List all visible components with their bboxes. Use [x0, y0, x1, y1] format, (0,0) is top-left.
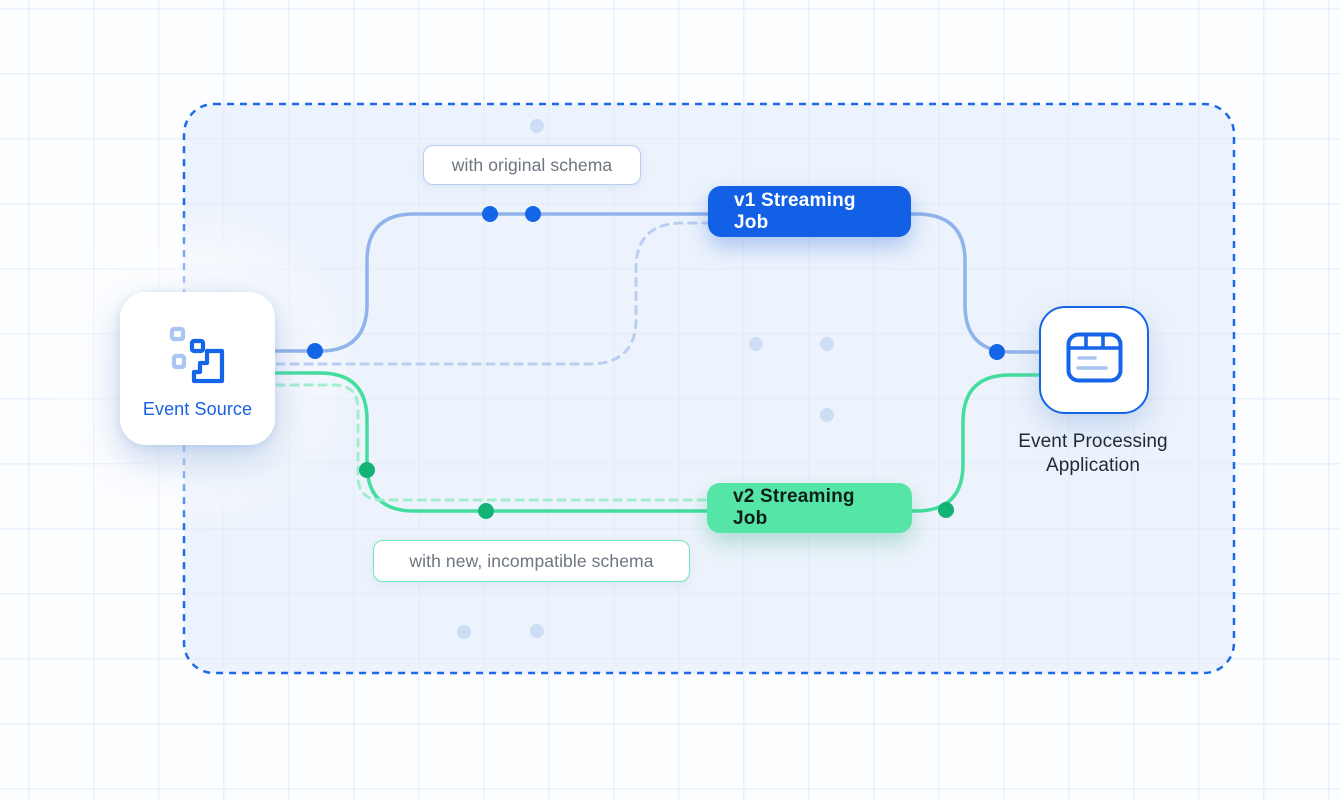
annotation-original-schema-label: with original schema: [451, 154, 613, 175]
decor-dot: [820, 337, 834, 351]
node-v1-streaming-job: v1 Streaming Job: [708, 186, 911, 237]
event-dots: [307, 206, 1005, 519]
node-v2-streaming-job: v2 Streaming Job: [707, 483, 912, 533]
event-source-icon: [169, 324, 226, 390]
node-event-source: Event Source: [120, 292, 275, 445]
decor-dot: [530, 624, 544, 638]
decor-dot: [820, 408, 834, 422]
decor-dot: [530, 119, 544, 133]
v2-job-label: v2 Streaming Job: [733, 486, 855, 529]
event-dot-blue: [307, 343, 323, 359]
annotation-new-schema-label: with new, incompatible schema: [409, 550, 654, 571]
edge-source-v2-dashed: [275, 383, 710, 502]
event-source-label: Event Source: [142, 398, 253, 419]
node-event-processing-app: [1039, 306, 1149, 414]
annotation-original-schema: with original schema: [423, 145, 641, 185]
event-dot-green: [478, 503, 494, 519]
browser-window-icon: [1066, 332, 1123, 388]
annotation-new-schema: with new, incompatible schema: [373, 540, 690, 582]
edge-source-v2-app-solid: [273, 371, 1042, 513]
event-dot-green: [938, 502, 954, 518]
app-label-line2: Application: [1045, 455, 1141, 476]
event-processing-app-label: Event Processing Application: [993, 430, 1193, 478]
event-dot-blue: [482, 206, 498, 222]
v1-job-label: v1 Streaming Job: [734, 189, 856, 233]
app-label-line1: Event Processing: [1018, 431, 1168, 452]
edge-source-v1-dashed: [275, 221, 711, 366]
decor-dots: [457, 119, 834, 639]
decor-dot: [457, 625, 471, 639]
edge-source-v1-app-solid: [273, 212, 1042, 354]
event-dot-green: [359, 462, 375, 478]
event-dot-blue: [525, 206, 541, 222]
event-dot-blue: [989, 344, 1005, 360]
pipeline-boundary-box: [182, 102, 1236, 675]
decor-dot: [749, 337, 763, 351]
